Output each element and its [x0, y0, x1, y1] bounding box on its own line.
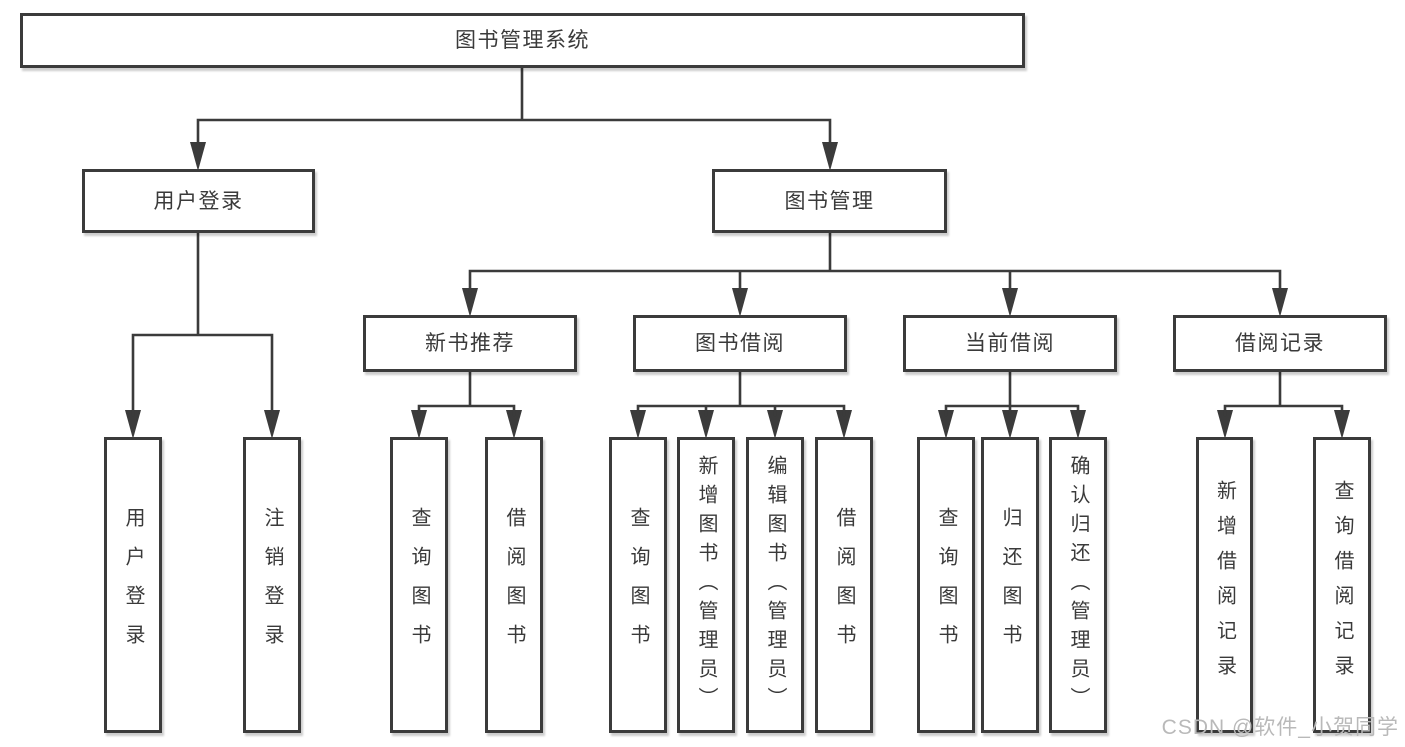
node-cur-return-book: 归还图书: [981, 437, 1039, 733]
node-current-borrow: 当前借阅: [903, 315, 1117, 372]
node-login: 用户登录: [104, 437, 162, 733]
node-label: 借阅图书: [833, 507, 855, 663]
node-label: 查询借阅记录: [1331, 480, 1353, 690]
arrowhead-icon: [125, 410, 141, 439]
node-rec-query-book: 查询图书: [390, 437, 448, 733]
node-borrow-records: 借阅记录: [1173, 315, 1387, 372]
node-label: 编辑图书（管理员）: [764, 454, 786, 716]
arrowhead-icon: [462, 288, 478, 317]
node-label: 借阅图书: [503, 507, 525, 663]
node-bb-borrow-book: 借阅图书: [815, 437, 873, 733]
arrowhead-icon: [767, 410, 783, 439]
node-label: 借阅记录: [1235, 332, 1325, 355]
arrowhead-icon: [698, 410, 714, 439]
arrowhead-icon: [836, 410, 852, 439]
node-root: 图书管理系统: [20, 13, 1025, 68]
node-label: 用户登录: [122, 507, 144, 663]
node-rec-borrow-book: 借阅图书: [485, 437, 543, 733]
arrowhead-icon: [411, 410, 427, 439]
node-user-login: 用户登录: [82, 169, 315, 233]
arrowhead-icon: [190, 142, 206, 171]
node-label: 查询图书: [408, 507, 430, 663]
node-bb-edit-book: 编辑图书（管理员）: [746, 437, 804, 733]
node-book-borrow: 图书借阅: [633, 315, 847, 372]
node-rec-add-record: 新增借阅记录: [1196, 437, 1253, 733]
node-book-mgmt: 图书管理: [712, 169, 947, 233]
arrowhead-icon: [264, 410, 280, 439]
node-label: 用户登录: [153, 189, 244, 213]
arrowhead-icon: [630, 410, 646, 439]
arrowhead-icon: [732, 288, 748, 317]
arrowhead-icon: [938, 410, 954, 439]
node-label: 当前借阅: [965, 332, 1055, 355]
arrowhead-icon: [1217, 410, 1233, 439]
arrowhead-icon: [1002, 288, 1018, 317]
arrowhead-icon: [1272, 288, 1288, 317]
node-bb-query-book: 查询图书: [609, 437, 667, 733]
node-label: 确认归还（管理员）: [1067, 454, 1089, 716]
arrowhead-icon: [1334, 410, 1350, 439]
arrowhead-icon: [1002, 410, 1018, 439]
node-cur-confirm-return: 确认归还（管理员）: [1049, 437, 1107, 733]
arrowhead-icon: [1070, 410, 1086, 439]
node-label: 新增图书（管理员）: [695, 454, 717, 716]
node-label: 图书管理系统: [455, 29, 590, 52]
node-new-book-rec: 新书推荐: [363, 315, 577, 372]
arrowhead-icon: [506, 410, 522, 439]
arrowhead-icon: [822, 142, 838, 171]
node-label: 图书管理: [784, 189, 875, 213]
node-label: 新增借阅记录: [1213, 480, 1236, 690]
node-label: 图书借阅: [695, 332, 785, 355]
node-logout: 注销登录: [243, 437, 301, 733]
node-rec-query-record: 查询借阅记录: [1313, 437, 1371, 733]
connector-path: [131, 66, 1344, 417]
node-label: 查询图书: [627, 507, 649, 663]
node-label: 注销登录: [261, 507, 283, 663]
node-bb-add-book: 新增图书（管理员）: [677, 437, 735, 733]
node-label: 新书推荐: [425, 332, 515, 355]
node-label: 查询图书: [935, 507, 957, 663]
node-label: 归还图书: [999, 507, 1021, 663]
node-cur-query-book: 查询图书: [917, 437, 975, 733]
watermark: CSDN @软件_小贺同学: [1161, 716, 1399, 739]
